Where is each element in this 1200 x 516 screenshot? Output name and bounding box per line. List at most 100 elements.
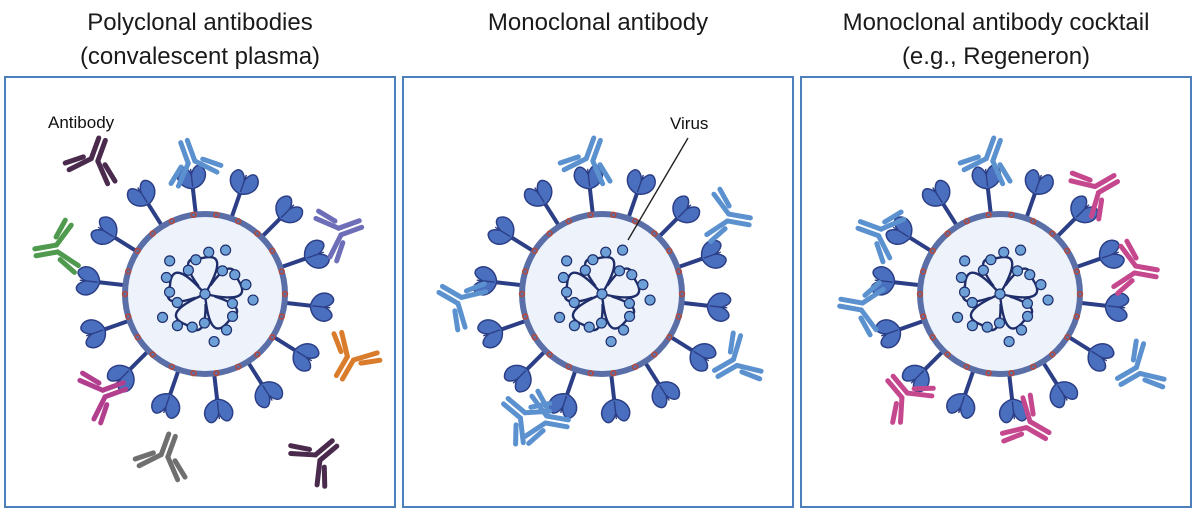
spike-stalk — [962, 368, 976, 399]
membrane-protein — [518, 290, 526, 298]
spike-stalk — [985, 184, 993, 215]
membrane-protein — [235, 363, 242, 370]
spike-stalk — [1066, 334, 1095, 355]
antibody — [32, 217, 81, 275]
antibody — [522, 388, 571, 446]
rna-bead — [966, 296, 978, 309]
rna-bead — [959, 255, 971, 267]
membrane-protein — [1073, 313, 1080, 320]
spike-protein — [706, 292, 732, 322]
membrane-protein — [985, 211, 992, 219]
spike-protein — [1049, 381, 1079, 409]
rna-bead — [198, 317, 211, 329]
spike-stalk — [626, 189, 640, 220]
membrane-protein — [963, 363, 970, 370]
spike-stalk — [676, 255, 707, 270]
spike-stalk — [895, 318, 926, 333]
membrane-protein — [675, 313, 682, 320]
rna-bead — [951, 311, 964, 323]
rna-bead — [156, 311, 169, 323]
rna-bead — [557, 271, 570, 284]
rna-bead — [203, 246, 215, 258]
rna-bead — [164, 255, 176, 267]
spike-stalk — [609, 373, 617, 404]
rna-bead — [985, 254, 997, 266]
membrane-protein — [929, 334, 936, 341]
membrane-protein — [278, 313, 285, 320]
panel-title-line1: Polyclonal antibodies — [87, 9, 313, 36]
rna-bead — [229, 269, 241, 281]
spike-stalk — [212, 373, 220, 404]
membrane-protein — [666, 247, 673, 254]
panel-title-line1: Monoclonal antibody — [487, 9, 709, 36]
spike-stalk — [279, 255, 310, 270]
membrane-protein — [610, 211, 617, 219]
spike-protein — [254, 381, 284, 409]
membrane-protein — [522, 268, 529, 275]
virus-label: Virus — [670, 114, 708, 133]
antibody — [168, 137, 224, 189]
membrane-protein — [1008, 369, 1015, 377]
rna-bead — [600, 246, 612, 258]
spike-stalk — [144, 199, 164, 228]
spike-stalk — [643, 360, 663, 389]
rna-bead — [240, 279, 252, 291]
spike-protein — [477, 319, 504, 349]
rna-bead — [595, 317, 608, 329]
spike-protein — [487, 216, 515, 245]
spike-protein — [651, 381, 681, 409]
spike-stalk — [246, 360, 266, 389]
spike-protein — [700, 239, 727, 269]
antibody — [999, 392, 1052, 444]
spike-protein — [875, 319, 902, 349]
rna-bead — [208, 335, 220, 348]
rna-bead — [637, 279, 649, 291]
rna-bead — [993, 317, 1006, 329]
rna-bead — [617, 324, 630, 336]
membrane-protein — [985, 369, 992, 377]
membrane-protein — [213, 211, 220, 219]
rna-bead — [171, 320, 184, 332]
membrane-protein — [675, 268, 682, 275]
membrane-protein — [149, 230, 156, 237]
membrane-protein — [149, 351, 156, 358]
antibody — [855, 209, 907, 265]
rna-bead — [171, 296, 183, 309]
membrane-protein — [1030, 363, 1037, 370]
spike-protein — [1087, 343, 1115, 372]
membrane-protein — [168, 363, 175, 370]
antibody — [837, 280, 886, 338]
viral-rna — [156, 244, 259, 348]
panel-title-line2: (e.g., Regeneron) — [901, 43, 1091, 70]
spike-stalk — [492, 279, 523, 288]
spike-stalk — [522, 349, 547, 374]
rna-bead — [579, 264, 591, 276]
spike-stalk — [905, 233, 934, 254]
membrane-protein — [916, 290, 924, 298]
virus — [472, 164, 732, 424]
membrane-protein — [269, 247, 276, 254]
membrane-protein — [920, 313, 927, 320]
membrane-protein — [278, 268, 285, 275]
spike-stalk — [657, 214, 682, 239]
spike-stalk — [681, 300, 712, 309]
antibody-label: Antibody — [48, 113, 115, 132]
antibody — [711, 330, 764, 382]
membrane-protein — [121, 290, 129, 298]
rna-bead — [605, 335, 617, 348]
spike-stalk — [1041, 360, 1061, 389]
rna-bead — [247, 294, 259, 306]
rna-bead — [994, 288, 1006, 300]
spike-stalk — [260, 214, 285, 239]
rna-bead — [587, 254, 599, 266]
spike-stalk — [167, 368, 181, 399]
spike-protein — [689, 343, 717, 372]
spike-protein — [1024, 169, 1054, 195]
rna-bead — [616, 244, 629, 256]
spike-stalk — [229, 189, 243, 220]
rna-bead — [613, 265, 626, 277]
spike-protein — [151, 393, 181, 419]
spike-stalk — [1024, 189, 1038, 220]
panel-title-polyclonal: Polyclonal antibodies (convalescent plas… — [4, 6, 396, 74]
